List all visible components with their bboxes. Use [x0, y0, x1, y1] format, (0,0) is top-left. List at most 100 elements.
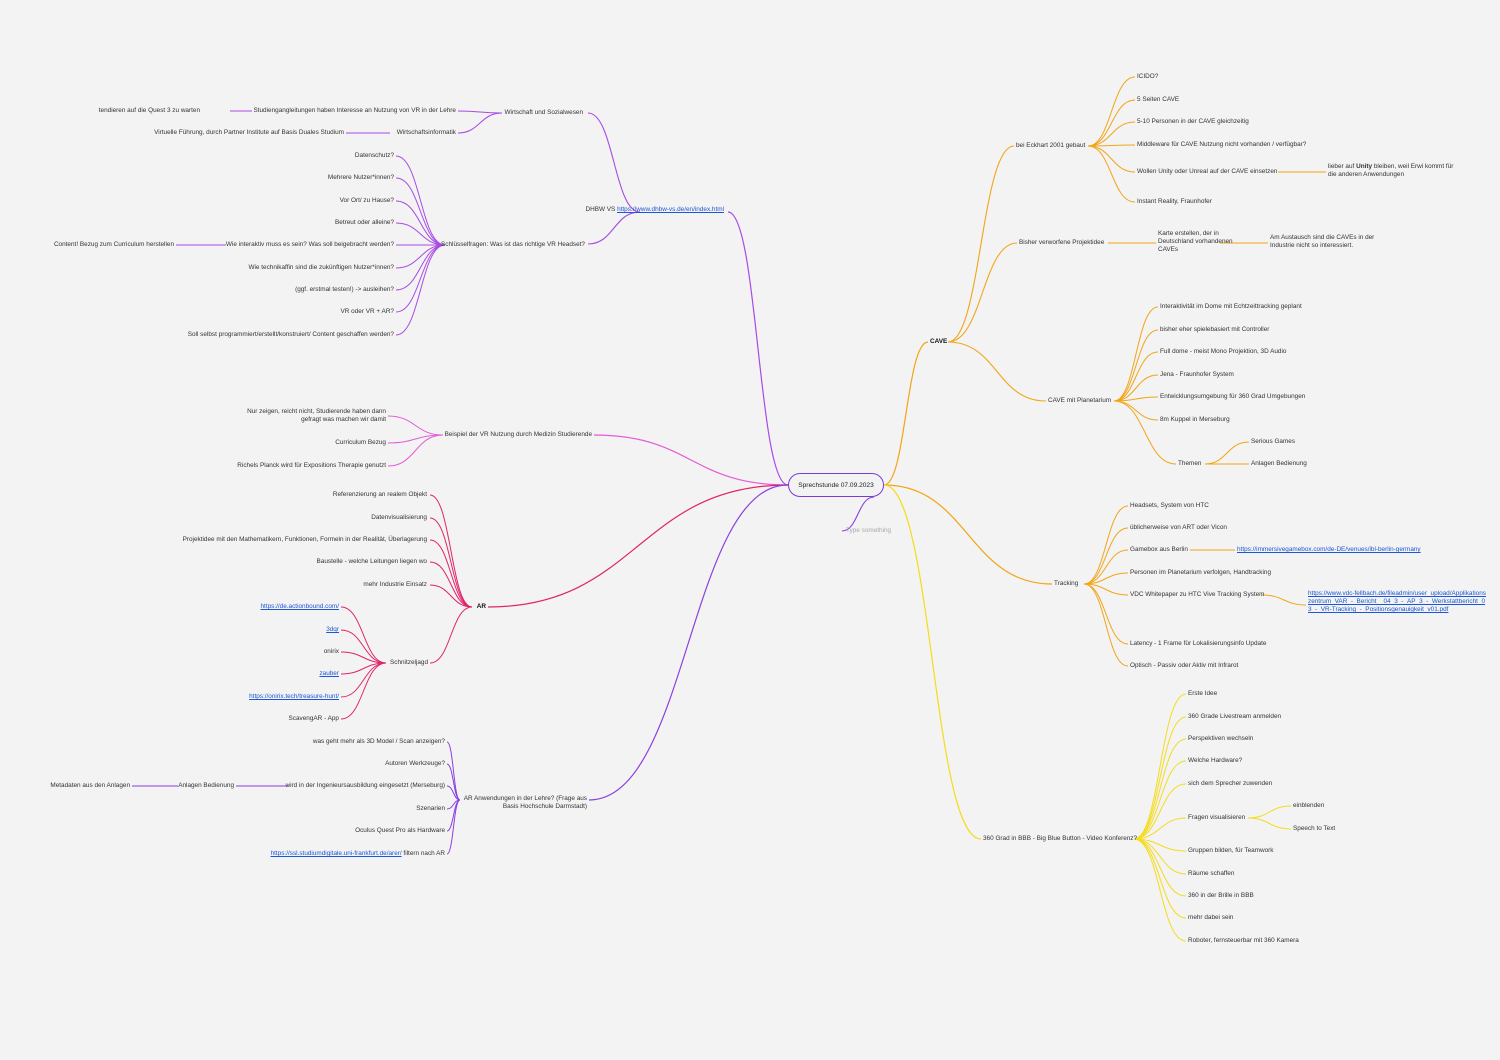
node-raeume[interactable]: Räume schaffen [1188, 870, 1235, 877]
edge-52 [1087, 145, 1136, 173]
node-virtuelle-fuehrung[interactable]: Virtuelle Führung, durch Partner Institu… [154, 129, 344, 136]
node-360-brille[interactable]: 360 in der Brille in BBB [1188, 892, 1254, 899]
node-einblenden[interactable]: einblenden [1293, 802, 1325, 809]
dhbw-link[interactable]: https://www.dhbw-vs.de/en/index.html [617, 206, 724, 213]
node-tracking[interactable]: Tracking [1054, 580, 1079, 587]
edge-51 [1087, 144, 1136, 147]
node-szenarien[interactable]: Szenarien [416, 805, 445, 812]
node-betreut[interactable]: Betreut oder alleine? [335, 219, 394, 226]
node-vor-ort[interactable]: Vor Ort/ zu Hause? [339, 197, 394, 204]
node-vr-ar[interactable]: VR oder VR + AR? [340, 308, 394, 315]
node-referenzierung[interactable]: Referenzierung an realem Objekt [332, 491, 427, 498]
node-programmiert[interactable]: Soll selbst programmiert/erstellt/konstr… [187, 331, 394, 338]
node-actionbound[interactable]: https://de.actionbound.com/ [260, 603, 339, 610]
node-industrie[interactable]: mehr Industrie Einsatz [363, 581, 427, 588]
node-wirtschaft[interactable]: Wirtschaft und Sozialwesen [504, 109, 584, 116]
node-oculus[interactable]: Oculus Quest Pro als Hardware [355, 827, 445, 834]
node-scavengar[interactable]: ScavengAR - App [288, 715, 339, 722]
node-personen-planetarium[interactable]: Personen im Planetarium verfolgen, Handt… [1130, 569, 1272, 576]
node-sprecher[interactable]: sich dem Sprecher zuwenden [1188, 780, 1273, 787]
edge-44 [883, 341, 929, 486]
node-5-10-personen[interactable]: 5-10 Personen in der CAVE gleichzeitig [1137, 118, 1249, 125]
node-themen[interactable]: Themen [1178, 460, 1202, 467]
node-middleware[interactable]: Middleware für CAVE Nutzung nicht vorhan… [1137, 141, 1307, 148]
node-unity-unreal[interactable]: Wollen Unity oder Unreal auf der CAVE ei… [1137, 168, 1278, 175]
node-ar[interactable]: AR [476, 603, 486, 610]
node-onirix-treasure[interactable]: https://onirix.tech/treasure-hunt/ [249, 693, 339, 700]
edge-60 [1113, 374, 1159, 402]
node-interaktiv[interactable]: Wie interaktiv muss es sein? Was soll be… [225, 241, 394, 248]
node-curriculum-bezug[interactable]: Curriculum Bezug [335, 439, 386, 446]
node-erste-idee[interactable]: Erste Idee [1188, 690, 1218, 697]
node-dhbw-vs[interactable]: DHBW VS https://www.dhbw-vs.de/en/index.… [585, 206, 724, 213]
node-austausch[interactable]: Am Austausch sind die CAVEs in der Indus… [1270, 234, 1375, 249]
node-jena[interactable]: Jena - Fraunhofer System [1160, 371, 1234, 378]
node-content-bezug[interactable]: Content! Bezug zum Curriculum herstellen [53, 241, 174, 248]
node-onirix[interactable]: onirix [323, 648, 339, 655]
node-optisch[interactable]: Optisch - Passiv oder Aktiv mit Infrarot [1130, 662, 1239, 669]
node-testen[interactable]: (ggf. erstmal testen!) -> ausleihen? [295, 286, 394, 293]
node-dabei-sein[interactable]: mehr dabei sein [1188, 914, 1234, 921]
node-medizin[interactable]: Beispiel der VR Nutzung durch Medizin St… [444, 431, 592, 438]
node-richels[interactable]: Richels Planck wird für Expositions Ther… [237, 462, 386, 469]
node-welche-hardware[interactable]: Welche Hardware? [1188, 757, 1243, 764]
node-projektidee-math[interactable]: Projektidee mit den Mathematikern, Funkt… [182, 536, 427, 543]
node-icido[interactable]: ICIDO? [1137, 73, 1159, 80]
node-full-dome[interactable]: Full dome - meist Mono Projektion, 3D Au… [1160, 348, 1287, 355]
node-autoren[interactable]: Autoren Werkzeuge? [385, 760, 445, 767]
node-vdc-link[interactable]: https://www.vdc-fellbach.de/fileadmin/us… [1308, 590, 1486, 613]
node-perspektiven[interactable]: Perspektiven wechseln [1188, 735, 1254, 742]
node-ar-anwendungen[interactable]: AR Anwendungen in der Lehre? (Frage aus … [463, 795, 587, 810]
node-planetarium[interactable]: CAVE mit Planetarium [1048, 397, 1112, 404]
node-instant-reality[interactable]: Instant Reality, Fraunhofer [1137, 198, 1212, 205]
node-eckhart[interactable]: bei Eckhart 2001 gebaut [1016, 142, 1086, 149]
node-3dqr[interactable]: 3dqr [326, 626, 339, 633]
node-baustelle[interactable]: Baustelle - welche Leitungen liegen wo [316, 558, 428, 565]
node-zauber[interactable]: zauber [319, 670, 339, 677]
node-spielebasiert[interactable]: bisher eher spielebasiert mit Controller [1160, 326, 1270, 333]
node-8m-kuppel[interactable]: 8m Kuppel in Merseburg [1160, 416, 1230, 423]
node-lieber-unity[interactable]: lieber auf Unity bleiben, weil Erwi komm… [1328, 163, 1454, 178]
node-serious-games[interactable]: Serious Games [1251, 438, 1296, 445]
edge-13 [395, 244, 446, 291]
node-schluesselfragen[interactable]: Schlüsselfragen: Was ist das richtige VR… [441, 241, 585, 248]
central-topic-node[interactable]: Sprechstunde 07.09.2023 [788, 473, 884, 497]
node-art-vicon[interactable]: üblicherweise von ART oder Vicon [1130, 524, 1227, 531]
node-gruppen[interactable]: Gruppen bilden, für Teamwork [1188, 847, 1274, 854]
node-anlagen-bedienung-right[interactable]: Anlagen Bedienung [1251, 460, 1307, 467]
type-something-hint[interactable]: Type something [846, 527, 892, 534]
node-studiengangleitungen[interactable]: Studiengangleitungen haben Interesse an … [253, 107, 456, 114]
node-latency[interactable]: Latency - 1 Frame für Lokalisierungsinfo… [1130, 640, 1267, 647]
node-entwicklungsumgebung[interactable]: Entwicklungsumgebung für 360 Grad Umgebu… [1160, 393, 1306, 400]
node-3d-model[interactable]: was geht mehr als 3D Model / Scan anzeig… [312, 738, 445, 745]
node-roboter[interactable]: Roboter, fernsteuerbar mit 360 Kamera [1188, 937, 1299, 944]
node-headsets[interactable]: Headsets, System von HTC [1130, 502, 1209, 509]
edge-46 [947, 242, 1018, 343]
node-bbb[interactable]: 360 Grad in BBB - Big Blue Button - Vide… [983, 835, 1138, 842]
node-projektidee[interactable]: Bisher verworfene Projektidee [1019, 239, 1105, 246]
node-fragen-visualisieren[interactable]: Fragen visualisieren [1188, 814, 1246, 821]
node-schnitzeljagd[interactable]: Schnitzeljagd [389, 659, 428, 666]
node-speech-to-text[interactable]: Speech to Text [1293, 825, 1336, 832]
node-gamebox-link[interactable]: https://immersivegamebox.com/de-DE/venue… [1237, 546, 1421, 553]
edge-71 [1083, 583, 1129, 596]
node-vdc-whitepaper[interactable]: VDC Whitepaper zu HTC Vive Tracking Syst… [1130, 591, 1265, 598]
node-karte-erstellen[interactable]: Karte erstellen, der in Deutschland vorh… [1158, 230, 1233, 253]
node-cave[interactable]: CAVE [930, 338, 948, 345]
node-gamebox[interactable]: Gamebox aus Berlin [1130, 546, 1188, 553]
node-filter-ar[interactable]: https://ssl.studiumdigitale.uni-frankfur… [270, 850, 445, 857]
node-interaktivitaet[interactable]: Interaktivität im Dome mit Echtzeittrack… [1160, 303, 1302, 310]
node-nur-zeigen[interactable]: Nur zeigen, reicht nicht, Studierende ha… [247, 408, 386, 423]
node-mehrere-nutzer[interactable]: Mehrere Nutzer*innen? [327, 174, 394, 181]
edge-22 [429, 494, 473, 608]
node-livestream[interactable]: 360 Grade Livestream anmelden [1188, 713, 1282, 720]
node-datenvisualisierung[interactable]: Datenvisualisierung [371, 514, 427, 521]
node-datenschutz[interactable]: Datenschutz? [354, 152, 394, 159]
node-technikaffin[interactable]: Wie technikaffin sind die zukünftigen Nu… [248, 264, 394, 271]
node-5-seiten[interactable]: 5 Seiten CAVE [1137, 96, 1180, 103]
node-metadaten[interactable]: Metadaten aus den Anlagen [50, 782, 130, 789]
node-quest3[interactable]: tendieren auf die Quest 3 zu warten [98, 107, 200, 114]
node-ingenieur[interactable]: wird in der Ingenieursausbildung eingese… [285, 782, 446, 789]
node-anlagen-bedienung-left[interactable]: Anlagen Bedienung [178, 782, 234, 789]
node-wirtschaftsinformatik[interactable]: Wirtschaftsinformatik [396, 129, 456, 136]
